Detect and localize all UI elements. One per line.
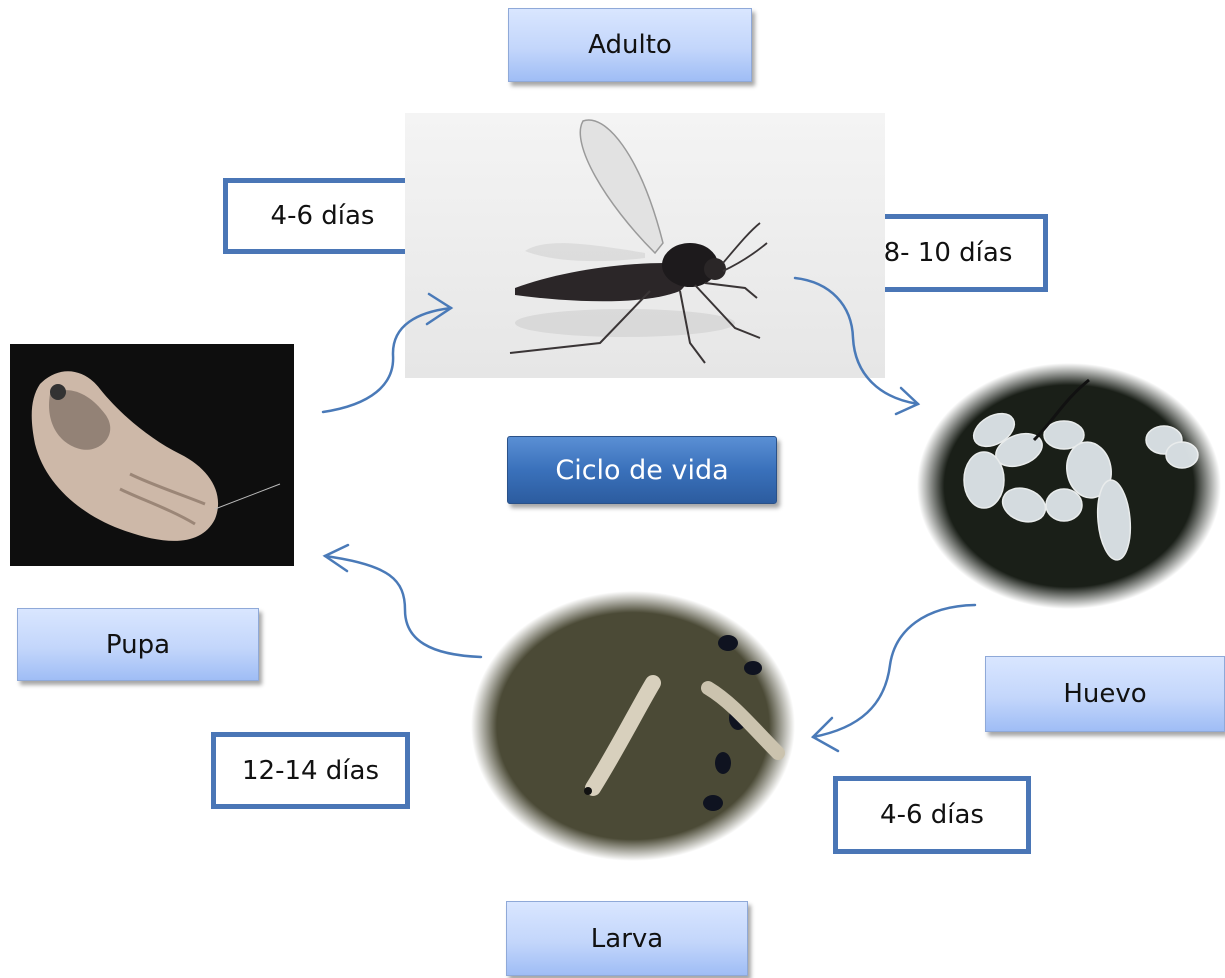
duration-larva-to-pupa: 12-14 días [211, 732, 410, 809]
stage-label-huevo: Huevo [985, 656, 1225, 732]
pupa-image [10, 344, 294, 566]
arrow-head-larva-to-pupa [325, 545, 348, 571]
adult-fly-image [405, 113, 885, 378]
eggs-image [914, 360, 1224, 612]
arrow-head-huevo-to-larva [813, 718, 838, 751]
arrow-huevo-to-larva [813, 605, 975, 737]
center-title: Ciclo de vida [507, 436, 777, 504]
larva-image [468, 588, 798, 864]
stage-label-adulto: Adulto [508, 8, 752, 82]
duration-huevo-to-larva: 4-6 días [833, 776, 1031, 854]
arrow-larva-to-pupa [325, 556, 481, 657]
stage-label-larva: Larva [506, 901, 748, 976]
stage-label-pupa: Pupa [17, 608, 259, 681]
duration-pupa-to-adulto: 4-6 días [223, 178, 422, 254]
